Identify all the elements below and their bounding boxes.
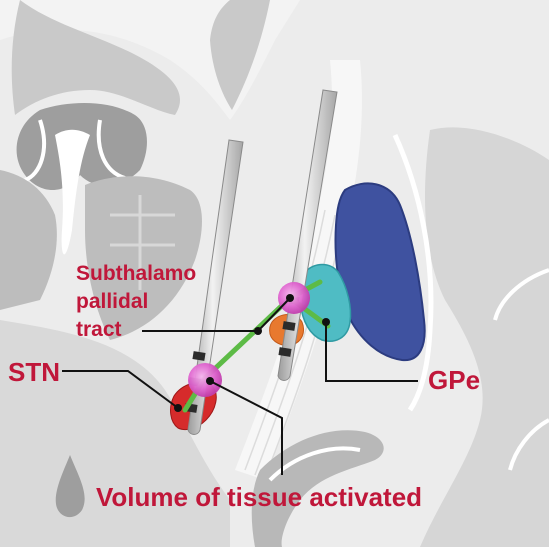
right-sulcus-1 [493,268,549,321]
hippocampus [251,430,384,547]
label-stn: STN [8,357,60,387]
callout-gpe [325,322,418,382]
hippocampus-inner [268,446,361,482]
lateral-ventricle-right [210,0,270,110]
claustrum-curve [392,133,434,412]
gpe-region [334,182,426,362]
dot-stn [174,404,182,412]
third-ventricle-top [55,129,90,255]
dot-vta [206,377,214,385]
callout-vta [209,380,283,475]
dot-tract-b [286,294,294,302]
dot-tract-a [254,327,262,335]
callout-stn [62,370,179,409]
right-cortex [420,127,549,547]
thalamus-left [0,170,57,310]
label-subthalamo-line2: pallidal [76,290,149,313]
dot-gpe [322,318,330,326]
label-subthalamopallidal-tract: Subthalamo pallidal tract [76,260,196,344]
internal-capsule [235,60,362,480]
label-gpe: GPe [428,365,481,395]
label-subthalamo-line1: Subthalamo [76,262,197,285]
thalamus-grid [110,195,175,290]
vta-sphere-stn [188,363,222,397]
label-subthalamo-line3: tract [76,318,122,341]
lateral-ventricle-left [11,0,180,115]
label-volume-of-tissue-activated: Volume of tissue activated [96,482,423,512]
third-ventricle-upper-loop [24,119,126,182]
right-sulcus-2 [508,418,549,471]
thalamus-right [85,176,202,340]
lower-teardrop [55,455,85,518]
